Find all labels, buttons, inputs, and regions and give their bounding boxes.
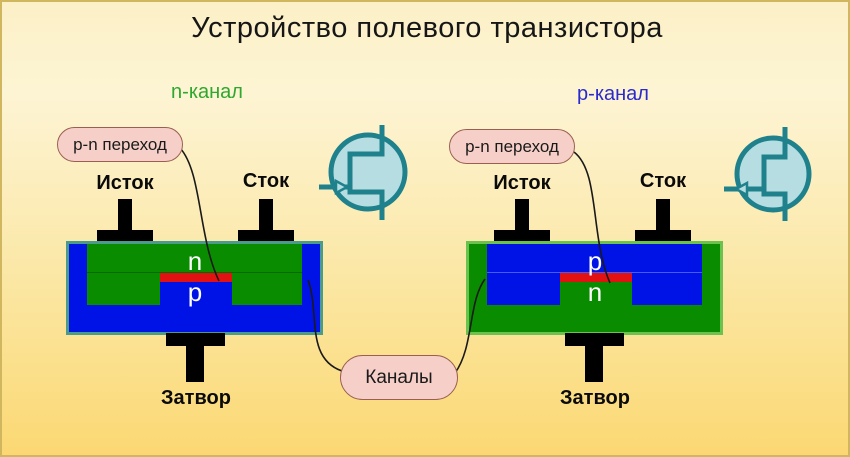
n-region-pocket-right xyxy=(560,282,632,305)
drain-electrode-stem-right xyxy=(656,199,670,230)
gate-electrode-bar-right xyxy=(565,333,624,346)
callout-pn-junction-left: p-n переход xyxy=(57,127,183,162)
upper-region-label-left: n xyxy=(187,246,203,276)
drain-label-left: Сток xyxy=(242,170,290,192)
upper-region-label-right: p xyxy=(587,246,603,276)
heading-n-channel: n-канал xyxy=(171,81,243,103)
source-electrode-foot-right xyxy=(494,230,550,242)
page-title: Устройство полевого транзистора xyxy=(191,12,663,44)
gate-electrode-stem-left xyxy=(186,346,204,382)
source-label-left: Исток xyxy=(96,172,154,194)
drain-electrode-stem-left xyxy=(259,199,273,230)
gate-label-right: Затвор xyxy=(560,387,630,409)
callout-channels-label: Каналы xyxy=(365,366,433,388)
source-electrode-foot-left xyxy=(97,230,153,242)
source-electrode-stem-left xyxy=(118,199,132,230)
lower-region-label-right: n xyxy=(587,277,603,307)
n-channel-jfet-symbol-icon xyxy=(317,120,427,230)
p-channel-jfet-symbol-icon xyxy=(722,122,832,232)
gate-electrode-bar-left xyxy=(166,333,225,346)
drain-label-right: Сток xyxy=(639,170,687,192)
callout-pn-junction-right-label: p-n переход xyxy=(465,136,559,156)
source-electrode-stem-right xyxy=(515,199,529,230)
lower-region-label-left: p xyxy=(187,277,203,307)
gate-electrode-stem-right xyxy=(585,346,603,382)
gate-label-left: Затвор xyxy=(161,387,231,409)
source-label-right: Исток xyxy=(493,172,551,194)
drain-electrode-foot-left xyxy=(238,230,294,242)
callout-channels: Каналы xyxy=(340,355,458,400)
p-region-pocket-left xyxy=(160,282,232,305)
drain-electrode-foot-right xyxy=(635,230,691,242)
callout-pn-junction-right: p-n переход xyxy=(449,129,575,164)
heading-p-channel: p-канал xyxy=(577,83,649,105)
callout-pn-junction-left-label: p-n переход xyxy=(73,134,167,154)
